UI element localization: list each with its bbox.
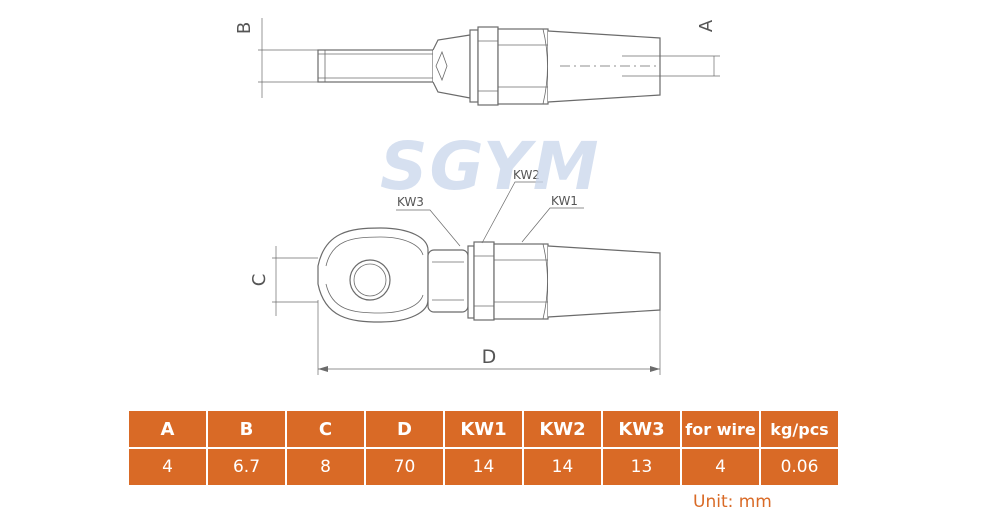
spec-header-d: D xyxy=(366,411,443,447)
kw1-label: KW1 xyxy=(551,194,578,208)
spec-value-for-wire: 4 xyxy=(682,449,759,485)
spec-value-row: 4 6.7 8 70 14 14 13 4 0.06 xyxy=(129,449,838,485)
dim-label-a: A xyxy=(696,19,717,32)
kw2-label: KW2 xyxy=(513,168,540,182)
spec-header-for-wire: for wire xyxy=(682,411,759,447)
kw3-label: KW3 xyxy=(397,195,424,209)
spec-header-kg-pcs: kg/pcs xyxy=(761,411,838,447)
spec-header-b: B xyxy=(208,411,285,447)
spec-value-c: 8 xyxy=(287,449,364,485)
dim-label-d: D xyxy=(482,346,497,368)
spec-value-kg-pcs: 0.06 xyxy=(761,449,838,485)
dim-label-b: B xyxy=(234,22,255,34)
top-view xyxy=(258,18,720,106)
spec-value-b: 6.7 xyxy=(208,449,285,485)
spec-value-d: 70 xyxy=(366,449,443,485)
dim-label-c: C xyxy=(249,274,270,287)
watermark-logo: SGYM xyxy=(380,128,601,205)
spec-header-a: A xyxy=(129,411,206,447)
spec-header-c: C xyxy=(287,411,364,447)
spec-header-kw3: KW3 xyxy=(603,411,680,447)
spec-value-kw3: 13 xyxy=(603,449,680,485)
technical-drawing: A B C D KW1 KW2 KW3 xyxy=(234,18,720,375)
bottom-view xyxy=(272,181,661,375)
unit-label: Unit: mm xyxy=(693,492,772,512)
spec-header-kw1: KW1 xyxy=(445,411,522,447)
spec-value-a: 4 xyxy=(129,449,206,485)
spec-header-kw2: KW2 xyxy=(524,411,601,447)
spec-header-row: A B C D KW1 KW2 KW3 for wire kg/pcs xyxy=(129,411,838,447)
spec-value-kw2: 14 xyxy=(524,449,601,485)
spec-table: A B C D KW1 KW2 KW3 for wire kg/pcs 4 6.… xyxy=(127,409,840,487)
spec-value-kw1: 14 xyxy=(445,449,522,485)
